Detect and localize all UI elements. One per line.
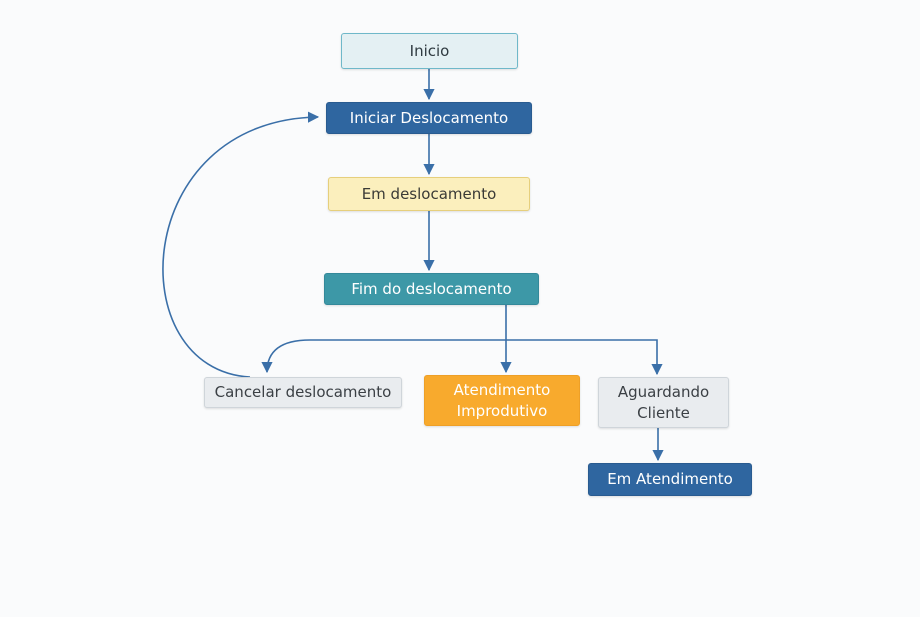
node-inicio: Inicio: [341, 33, 518, 69]
node-aguardando-cliente: Aguardando Cliente: [598, 377, 729, 428]
node-em-atendimento: Em Atendimento: [588, 463, 752, 496]
node-label: Em Atendimento: [607, 470, 733, 488]
node-atendimento-improdutivo: Atendimento Improdutivo: [424, 375, 580, 426]
node-label: Aguardando Cliente: [617, 382, 710, 422]
node-label: Fim do deslocamento: [351, 279, 512, 298]
node-label: Inicio: [409, 41, 450, 60]
edge-fim-to-aguardando: [506, 339, 663, 376]
node-label: Atendimento Improdutivo: [453, 380, 551, 420]
node-em-deslocamento: Em deslocamento: [328, 177, 530, 211]
edge-fim-to-cancelar: [261, 339, 506, 374]
node-fim-do-deslocamento: Fim do deslocamento: [324, 273, 539, 305]
node-label: Iniciar Deslocamento: [349, 108, 509, 127]
node-cancelar-deslocamento: Cancelar deslocamento: [204, 377, 402, 408]
node-iniciar-deslocamento: Iniciar Deslocamento: [326, 102, 532, 134]
node-label: Cancelar deslocamento: [214, 383, 392, 401]
node-label: Em deslocamento: [361, 184, 497, 203]
edge-cancelar-to-iniciar: [162, 111, 320, 378]
